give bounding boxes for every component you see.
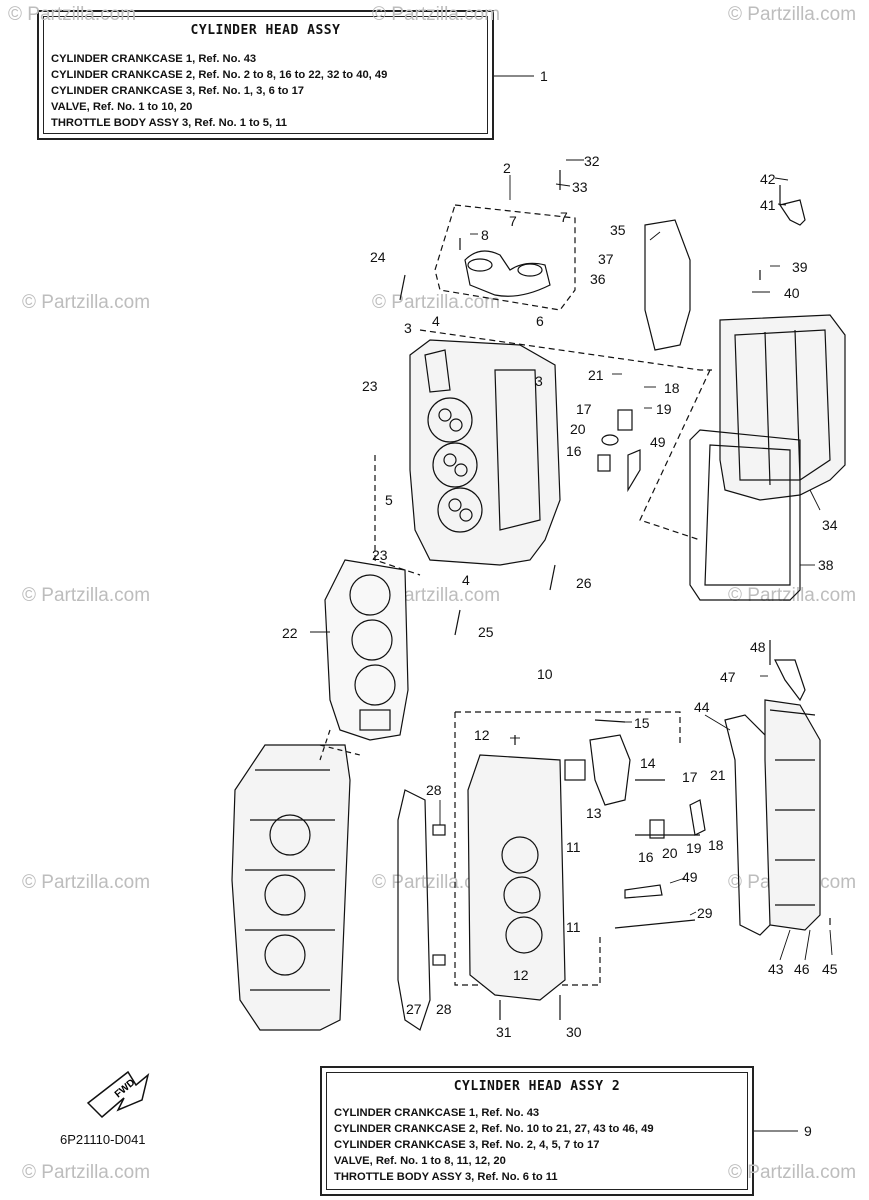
callout-number: 36 xyxy=(590,271,606,287)
callout-number: 12 xyxy=(474,727,490,743)
callout-number: 33 xyxy=(572,179,588,195)
info-box-line: CYLINDER CRANKCASE 2, Ref. No. 10 to 21,… xyxy=(334,1123,654,1135)
callout-number: 34 xyxy=(822,517,838,533)
callout-number: 17 xyxy=(682,769,698,785)
callout-number: 30 xyxy=(566,1024,582,1040)
callout-number: 4 xyxy=(432,313,440,329)
watermark: © Partzilla.com xyxy=(372,292,500,313)
callout-number: 46 xyxy=(794,961,810,977)
info-box-title: CYLINDER HEAD ASSY 2 xyxy=(453,1079,621,1094)
info-box-line: VALVE, Ref. No. 1 to 10, 20 xyxy=(51,101,193,113)
callout-number: 16 xyxy=(638,849,654,865)
info-box-title: CYLINDER HEAD ASSY xyxy=(190,23,341,38)
watermark: © Partzilla.com xyxy=(22,585,150,606)
watermark: © Partzilla.com xyxy=(372,872,500,893)
callout-number: 3 xyxy=(404,320,412,336)
callout-number: 26 xyxy=(576,575,592,591)
callout-number: 15 xyxy=(634,715,650,731)
callout-number: 11 xyxy=(566,919,581,935)
callout-number: 19 xyxy=(656,401,672,417)
callout-number: 45 xyxy=(822,961,838,977)
callout-number: 27 xyxy=(406,1001,422,1017)
callout-number: 22 xyxy=(282,625,298,641)
callout-number: 49 xyxy=(650,434,666,450)
callout-number: 18 xyxy=(664,380,680,396)
watermark: © Partzilla.com xyxy=(22,872,150,893)
info-box-inner-border xyxy=(43,16,488,134)
callout-number: 40 xyxy=(784,285,800,301)
head-gasket xyxy=(324,559,409,741)
info-box-line: THROTTLE BODY ASSY 3, Ref. No. 6 to 11 xyxy=(334,1171,558,1183)
upper-cylinder-head-group xyxy=(374,170,846,636)
callout-number: 13 xyxy=(586,805,602,821)
callout-number: 4 xyxy=(462,572,470,588)
callout-number: 19 xyxy=(686,840,702,856)
info-box-inner-border xyxy=(326,1072,748,1190)
callout-leaders xyxy=(310,159,833,961)
callout-number: 1 xyxy=(540,68,548,84)
callout-number: 5 xyxy=(385,492,393,508)
callout-number: 24 xyxy=(370,249,386,265)
callout-number: 32 xyxy=(584,153,600,169)
callout-number: 28 xyxy=(426,782,442,798)
callout-number: 47 xyxy=(720,669,736,685)
callout-number: 12 xyxy=(513,967,529,983)
diagram-code: 6P21110-D041 xyxy=(60,1132,146,1147)
callout-number: 9 xyxy=(804,1123,812,1139)
watermark: © Partzilla.com xyxy=(728,1162,856,1183)
info-box-line: CYLINDER CRANKCASE 3, Ref. No. 1, 3, 6 t… xyxy=(51,85,305,97)
watermark: © Partzilla.com xyxy=(728,4,856,25)
info-box-line: CYLINDER CRANKCASE 1, Ref. No. 43 xyxy=(334,1107,540,1119)
callout-number: 11 xyxy=(566,839,581,855)
callout-number: 3 xyxy=(535,373,543,389)
callout-number: 16 xyxy=(566,443,582,459)
watermark: © Partzilla.com xyxy=(22,1162,150,1183)
callout-number: 10 xyxy=(537,666,553,682)
callout-number: 43 xyxy=(768,961,784,977)
callout-number: 7 xyxy=(509,213,517,229)
callout-number: 17 xyxy=(576,401,592,417)
watermark: © Partzilla.com xyxy=(728,585,856,606)
callout-number: 21 xyxy=(710,767,726,783)
watermark: © Partzilla.com xyxy=(372,4,500,25)
callout-number: 28 xyxy=(436,1001,452,1017)
callout-number: 23 xyxy=(362,378,378,394)
watermarks: © Partzilla.com © Partzilla.com © Partzi… xyxy=(8,4,856,1183)
callout-number: 21 xyxy=(588,367,604,383)
callout-number: 8 xyxy=(481,227,489,243)
info-box-line: CYLINDER CRANKCASE 1, Ref. No. 43 xyxy=(51,53,257,65)
callout-number: 49 xyxy=(682,869,698,885)
callout-number: 35 xyxy=(610,222,626,238)
callout-number: 29 xyxy=(697,905,713,921)
watermark: © Partzilla.com xyxy=(8,4,136,25)
callout-number: 42 xyxy=(760,171,776,187)
watermark: © Partzilla.com xyxy=(22,292,150,313)
callout-number: 37 xyxy=(598,251,614,267)
callout-number: 2 xyxy=(503,160,511,176)
callout-number: 20 xyxy=(570,421,586,437)
callout-number: 25 xyxy=(478,624,494,640)
info-box-cylinder-head-assy-2: CYLINDER HEAD ASSY 2 CYLINDER CRANKCASE … xyxy=(320,1066,754,1196)
callout-number: 18 xyxy=(708,837,724,853)
callout-number: 20 xyxy=(662,845,678,861)
callout-number: 39 xyxy=(792,259,808,275)
info-box-line: VALVE, Ref. No. 1 to 8, 11, 12, 20 xyxy=(334,1155,506,1167)
callout-number: 6 xyxy=(536,313,544,329)
callout-number: 23 xyxy=(372,547,388,563)
lower-cylinder-head-group xyxy=(231,640,831,1031)
fwd-arrow-icon: FWD xyxy=(86,1070,150,1119)
info-box-line: CYLINDER CRANKCASE 2, Ref. No. 2 to 8, 1… xyxy=(51,69,388,81)
callouts: 1 9 2 32 33 7 7 8 24 35 37 36 42 41 39 4… xyxy=(282,68,838,1139)
callout-number: 48 xyxy=(750,639,766,655)
callout-number: 44 xyxy=(694,699,710,715)
callout-number: 38 xyxy=(818,557,834,573)
callout-number: 7 xyxy=(560,209,568,225)
info-box-cylinder-head-assy: CYLINDER HEAD ASSY CYLINDER CRANKCASE 1,… xyxy=(37,10,494,140)
info-box-line: THROTTLE BODY ASSY 3, Ref. No. 1 to 5, 1… xyxy=(51,117,288,129)
callout-number: 31 xyxy=(496,1024,512,1040)
callout-number: 41 xyxy=(760,197,776,213)
info-box-line: CYLINDER CRANKCASE 3, Ref. No. 2, 4, 5, … xyxy=(334,1139,600,1151)
callout-number: 14 xyxy=(640,755,656,771)
